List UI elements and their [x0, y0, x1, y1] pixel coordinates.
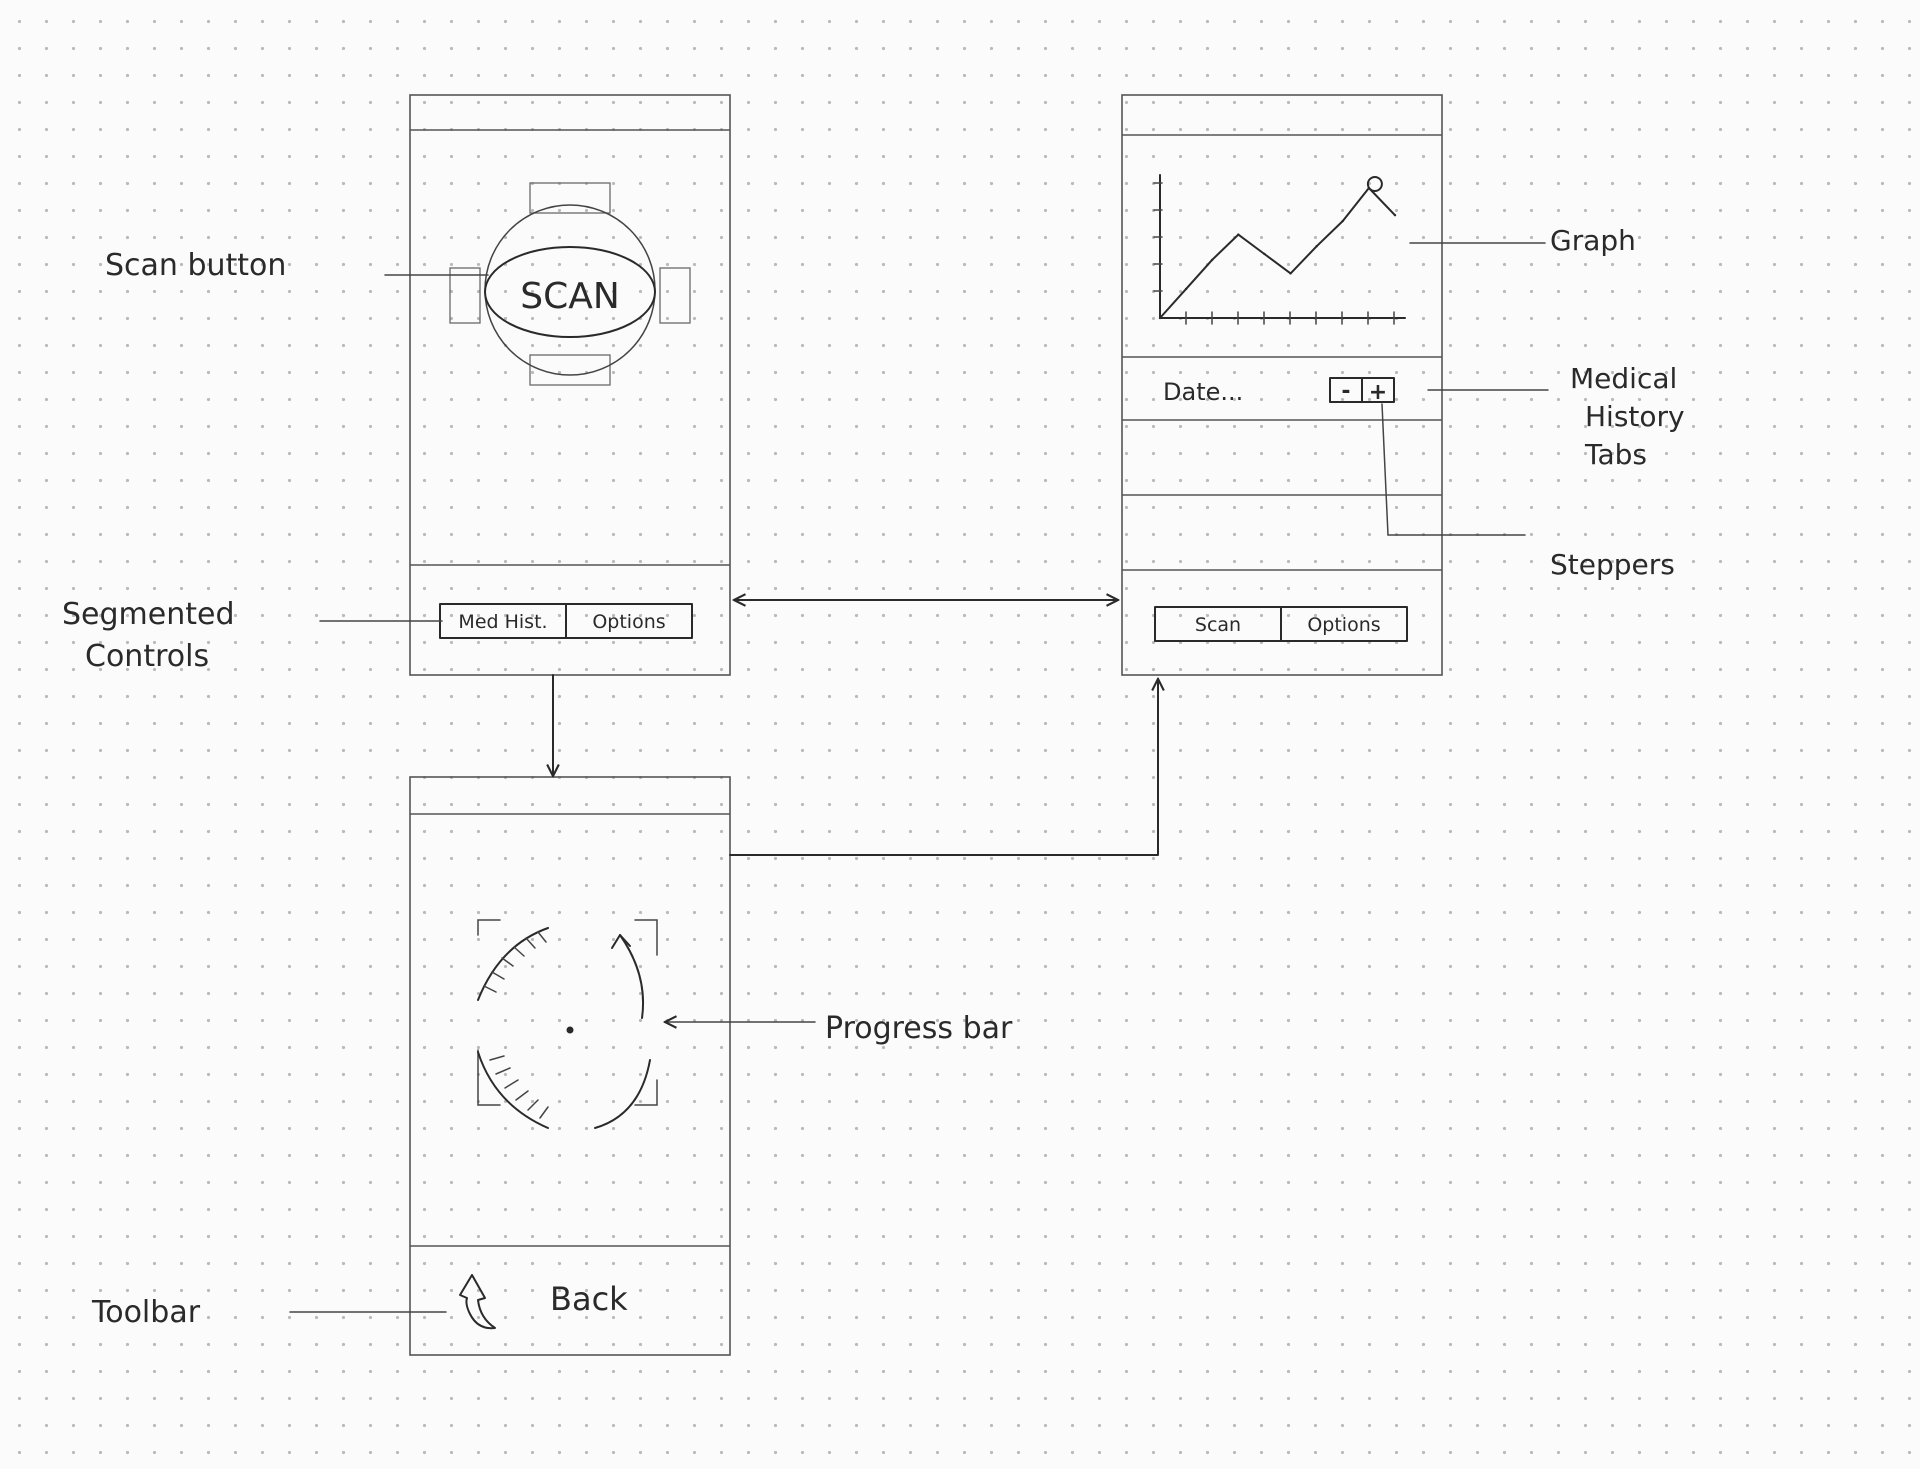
leader-steppers — [1381, 403, 1526, 536]
stepper-plus-label: + — [1369, 380, 1387, 405]
graph-point — [1315, 245, 1318, 248]
date-label: Date... — [1163, 378, 1243, 406]
progress-hatch-top-left — [483, 931, 547, 993]
graph-x-ticks — [1185, 311, 1395, 325]
graph-y-ticks — [1153, 182, 1163, 292]
graph-points — [1158, 186, 1397, 320]
segmented-control-scan-screen: Med Hist. Options — [439, 603, 693, 639]
segment-med-hist-label: Med Hist. — [458, 611, 547, 633]
progress-arc-top-right — [619, 934, 645, 1019]
segment-scan-label: Scan — [1195, 614, 1241, 636]
graph-point — [1289, 272, 1292, 275]
phone-history-screen: Date... - + Scan Options — [1121, 94, 1443, 676]
flow-arrows — [553, 600, 1158, 856]
graph-point — [1393, 213, 1397, 217]
annotation-graph: Graph — [1550, 224, 1636, 257]
scan-lens-ellipse — [484, 246, 656, 338]
annotation-scan-button: Scan button — [105, 248, 286, 283]
graph-endpoint-marker — [1366, 176, 1383, 192]
graph-point — [1237, 233, 1240, 236]
phone-scan-frame — [409, 94, 731, 676]
graph-series-line — [1159, 187, 1396, 319]
phone-progress-frame — [409, 776, 731, 1356]
annotation-toolbar: Toolbar — [91, 1295, 201, 1330]
graph-point — [1211, 258, 1214, 261]
bracket-top-left — [477, 919, 501, 936]
annotation-steppers: Steppers — [1550, 548, 1675, 581]
progress-arc-top-left — [477, 927, 549, 1001]
annotation-progress-bar: Progress bar — [825, 1011, 1013, 1046]
graph-point — [1184, 287, 1188, 291]
scan-tab-left — [449, 267, 481, 324]
bracket-top-right — [634, 919, 658, 956]
scan-button[interactable]: SCAN — [449, 182, 691, 386]
stepper-minus-label: - — [1341, 379, 1350, 404]
toolbar-back-button[interactable]: Back — [459, 1274, 628, 1330]
segmented-control-history-screen: Scan Options — [1154, 606, 1408, 642]
graph-point — [1341, 219, 1344, 223]
bracket-bottom-left — [477, 1049, 501, 1106]
back-button-label: Back — [550, 1280, 628, 1318]
segment-options-label: Options — [592, 611, 665, 633]
annotations: Scan button Segmented Controls Graph Med… — [62, 224, 1685, 1330]
scan-tab-bottom — [529, 354, 611, 386]
graph-point — [1158, 316, 1162, 320]
annotation-medical-line1: Medical — [1570, 362, 1677, 395]
annotation-medical-line2: History — [1585, 400, 1685, 433]
progress-center-dot — [566, 1026, 574, 1034]
graph-point — [1263, 252, 1266, 256]
scan-tab-right — [659, 267, 691, 324]
progress-arc-bottom-right — [594, 1059, 651, 1129]
phone-scan-screen: SCAN Med Hist. Options — [409, 94, 731, 676]
annotation-segmented-line2: Controls — [85, 639, 209, 674]
back-arrow-icon — [459, 1274, 496, 1330]
progress-indicator — [477, 919, 658, 1129]
progress-arc-bottom-left — [477, 1051, 549, 1129]
bracket-bottom-right — [634, 1079, 658, 1106]
history-graph — [1153, 174, 1406, 325]
progress-hatch-bottom-left — [489, 1055, 549, 1119]
scan-button-label: SCAN — [520, 276, 620, 317]
progress-arrowhead — [611, 934, 631, 949]
phone-history-frame — [1121, 94, 1443, 676]
phone-progress-screen: Back — [409, 776, 731, 1356]
annotation-medical-line3: Tabs — [1584, 438, 1647, 471]
segment-options-label: Options — [1307, 614, 1380, 636]
flow-arrow-progress-history — [729, 680, 1158, 856]
annotation-segmented-line1: Segmented — [62, 597, 235, 632]
scan-tab-top — [529, 182, 611, 214]
stepper: - + — [1329, 377, 1395, 405]
